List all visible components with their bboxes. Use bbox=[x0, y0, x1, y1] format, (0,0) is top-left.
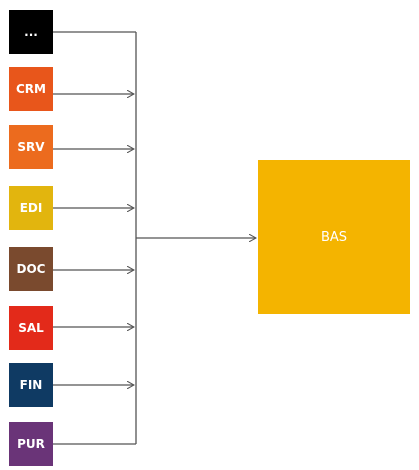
source-label: DOC bbox=[16, 262, 46, 276]
target-box-bas: BAS bbox=[258, 160, 410, 314]
source-box-ellipsis: ... bbox=[9, 10, 53, 54]
source-label: ... bbox=[24, 25, 38, 39]
source-box-srv: SRV bbox=[9, 125, 53, 169]
source-box-sal: SAL bbox=[9, 306, 53, 350]
source-box-crm: CRM bbox=[9, 67, 53, 111]
source-box-edi: EDI bbox=[9, 186, 53, 230]
source-box-doc: DOC bbox=[9, 247, 53, 291]
source-label: EDI bbox=[19, 201, 43, 215]
target-label: BAS bbox=[320, 229, 348, 245]
source-label: FIN bbox=[19, 378, 43, 392]
source-label: SRV bbox=[17, 140, 45, 154]
source-label: SAL bbox=[18, 321, 44, 335]
source-label: CRM bbox=[16, 82, 46, 96]
source-label: PUR bbox=[17, 437, 45, 451]
source-box-pur: PUR bbox=[9, 422, 53, 466]
source-box-fin: FIN bbox=[9, 363, 53, 407]
